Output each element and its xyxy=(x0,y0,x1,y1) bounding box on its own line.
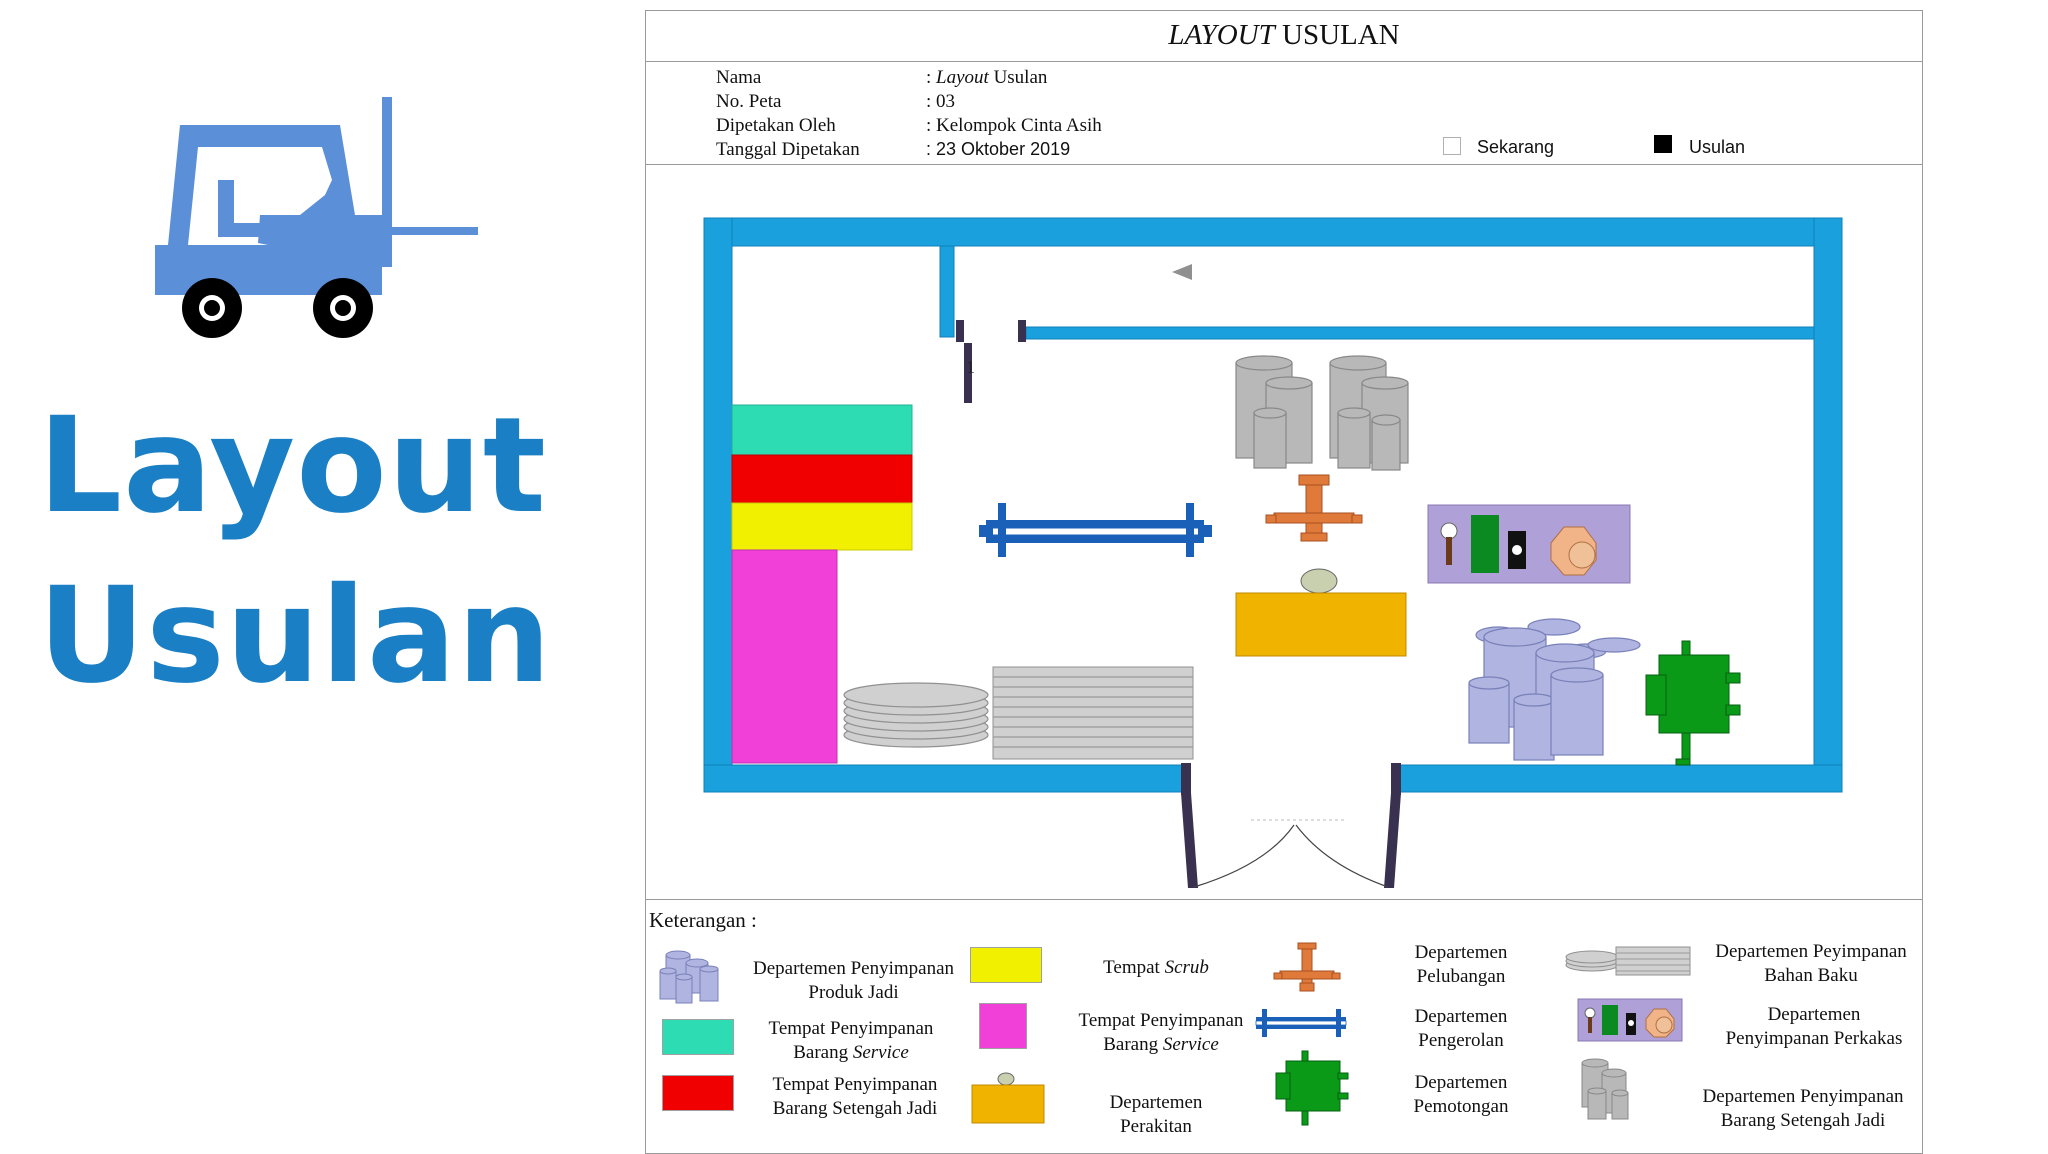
legend-icon-produk-jadi xyxy=(659,950,719,1004)
legend-icon-pemotongan xyxy=(1275,1050,1349,1126)
divider xyxy=(646,899,1922,900)
document-title: LAYOUT USULAN xyxy=(1168,19,1400,51)
status-proposed-label: Usulan xyxy=(1689,137,1746,157)
divider xyxy=(646,164,1922,165)
layout-document: LAYOUT USULAN Nama No. Peta Dipetakan Ol… xyxy=(645,10,1923,1154)
legend-title: Keterangan : xyxy=(649,908,757,932)
floor-plan: 1 xyxy=(703,217,1843,888)
wall-bottom-left xyxy=(703,764,1187,793)
area-service-storage xyxy=(731,404,913,456)
dept-produk-jadi xyxy=(1468,618,1641,761)
legend-swatch-scrub xyxy=(970,947,1042,983)
legend-label-scrub: Tempat Scrub xyxy=(1103,957,1209,978)
status-proposed-checkbox xyxy=(1654,135,1672,153)
dept-pemotongan xyxy=(1645,640,1741,766)
info-value-tanggal: : 23 Oktober 2019 xyxy=(926,139,1071,159)
legend-icon-perakitan xyxy=(971,1072,1045,1124)
legend-icon-pengerolan xyxy=(1255,1009,1347,1037)
dept-pelubangan xyxy=(1265,474,1363,542)
divider xyxy=(646,61,1922,62)
info-value-nopeta: : 03 xyxy=(926,91,956,112)
legend-icon-setengah-jadi xyxy=(1581,1058,1629,1120)
legend-icon-perkakas xyxy=(1577,998,1683,1042)
page-title-line1: Layout xyxy=(38,389,547,543)
dept-pengerolan xyxy=(979,503,1212,557)
door-marker: 1 xyxy=(966,357,975,377)
area-scrub xyxy=(731,502,913,551)
door-leaf xyxy=(964,343,972,403)
info-label-nama: Nama xyxy=(716,67,762,88)
forklift-icon xyxy=(155,97,478,338)
legend-swatch-barang-service xyxy=(979,1003,1027,1049)
wall-top xyxy=(703,217,1843,247)
area-barang-service xyxy=(731,549,838,764)
dept-semi-finished xyxy=(1235,355,1409,471)
status-current-checkbox xyxy=(1443,137,1461,155)
wall-left xyxy=(703,217,733,793)
direction-marker xyxy=(1172,264,1192,280)
wall-inner-horizontal xyxy=(1025,326,1815,340)
info-label-nopeta: No. Peta xyxy=(716,91,782,112)
info-value-nama: : Layout Usulan xyxy=(926,67,1048,88)
area-semi-finished xyxy=(731,454,913,504)
status-current-label: Sekarang xyxy=(1477,137,1555,157)
info-label-dipetakan: Dipetakan Oleh xyxy=(716,115,836,136)
wall-right xyxy=(1813,217,1843,793)
page-title-line2: Usulan xyxy=(38,559,553,713)
dept-perakitan xyxy=(1235,568,1407,657)
info-label-tanggal: Tanggal Dipetakan xyxy=(716,139,860,160)
legend-swatch-service xyxy=(662,1019,734,1055)
legend-icon-pelubangan xyxy=(1273,942,1341,992)
legend-swatch-semi-finished xyxy=(662,1075,734,1111)
wall-bottom-right xyxy=(1395,764,1843,793)
info-value-dipetakan: : Kelompok Cinta Asih xyxy=(926,115,1102,136)
legend-icon-bahan-baku xyxy=(1565,946,1691,976)
dept-bahan-baku xyxy=(843,666,1194,760)
wall-inner-vertical xyxy=(939,245,955,338)
dept-perkakas xyxy=(1427,504,1631,584)
